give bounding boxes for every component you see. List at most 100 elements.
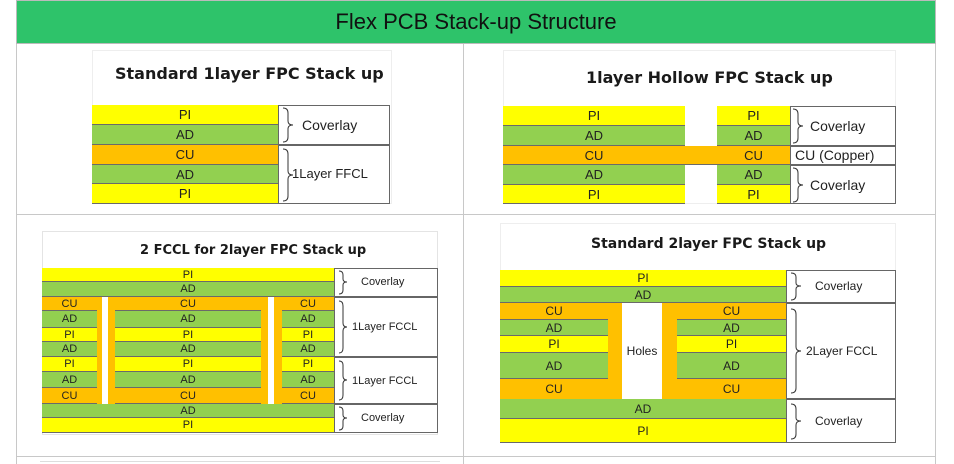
brace-icon: [792, 108, 804, 144]
layer-ad: AD: [500, 320, 608, 336]
layer-ad: AD: [42, 311, 97, 328]
brace-icon: [792, 167, 804, 203]
label-coverlay: Coverlay: [810, 177, 866, 193]
layer-ad: AD: [92, 125, 278, 145]
panel-1-title: Standard 1layer FPC Stack up: [115, 64, 384, 83]
layer-ad: AD: [115, 342, 261, 357]
panel-2-title: 1layer Hollow FPC Stack up: [586, 68, 833, 87]
layer-cu: CU: [677, 379, 786, 399]
layer-ad: AD: [282, 372, 334, 388]
layer-pi: PI: [92, 105, 278, 125]
layer-pi: PI: [115, 328, 261, 342]
label-coverlay: Coverlay: [302, 117, 358, 133]
label-cell: [334, 404, 438, 433]
layer-pi: PI: [503, 185, 685, 204]
page-title: Flex PCB Stack-up Structure: [16, 0, 936, 44]
label-cell: [334, 297, 438, 357]
grid-line-center: [463, 44, 464, 464]
brace-icon: [282, 107, 294, 143]
layer-cu: CU: [282, 388, 334, 404]
layer-pi: PI: [503, 106, 685, 126]
layer-cu: CU: [500, 379, 608, 399]
layer-pi: PI: [42, 328, 97, 342]
layer-ad: AD: [717, 165, 790, 185]
label-coverlay: Coverlay: [361, 412, 405, 424]
grid-line-middle: [16, 214, 936, 215]
layer-cu: CU: [503, 146, 685, 165]
brace-icon: [338, 300, 348, 354]
label-cell: [786, 399, 896, 443]
layer-cu: CU: [42, 388, 97, 404]
label-coverlay: Coverlay: [815, 279, 863, 293]
layer-pi: PI: [115, 357, 261, 372]
label-cell: [334, 357, 438, 404]
layer-ad: AD: [92, 165, 278, 184]
label-cell: [334, 268, 438, 297]
label-2layer-fccl: 2Layer FCCL: [806, 344, 878, 358]
layer-ad: AD: [282, 311, 334, 328]
label-cu-copper: CU (Copper): [795, 147, 875, 163]
label-cell: [786, 303, 896, 399]
hole: [102, 297, 108, 404]
next-panel-edge: [40, 461, 440, 462]
label-1layer-fccl: 1Layer FCCL: [352, 375, 418, 387]
grid-line-right: [935, 44, 936, 464]
layer-ad: AD: [717, 126, 790, 146]
layer-ad: AD: [115, 311, 261, 328]
layer-pi: PI: [677, 336, 786, 353]
layer-ad: AD: [503, 165, 685, 185]
grid-line-bottom: [16, 456, 936, 457]
layer-ad: AD: [677, 320, 786, 336]
layer-cu: CU: [42, 297, 97, 311]
layer-cu: CU: [115, 297, 261, 311]
layer-cu: CU: [500, 303, 608, 320]
layer-cu: CU: [282, 297, 334, 311]
layer-ad: AD: [42, 282, 334, 297]
layer-pi: PI: [282, 357, 334, 372]
layer-ad: AD: [42, 372, 97, 388]
brace-icon: [790, 308, 802, 394]
label-coverlay: Coverlay: [810, 118, 866, 134]
layer-ad: AD: [500, 399, 786, 419]
layer-pi: PI: [500, 270, 786, 287]
label-1layer-ffcl: 1Layer FFCL: [292, 166, 368, 181]
layer-pi: PI: [92, 184, 278, 204]
layer-ad: AD: [677, 353, 786, 379]
hole: [268, 297, 274, 404]
layer-pi: PI: [500, 419, 786, 443]
layer-cu: CU: [92, 145, 278, 165]
brace-icon: [282, 148, 294, 202]
label-coverlay: Coverlay: [815, 414, 863, 428]
panel-3-title: 2 FCCL for 2layer FPC Stack up: [140, 243, 367, 258]
brace-icon: [338, 406, 348, 431]
layer-cu: CU: [115, 388, 261, 404]
label-cell: [786, 270, 896, 303]
layer-pi: PI: [282, 328, 334, 342]
layer-pi: PI: [42, 268, 334, 282]
label-coverlay: Coverlay: [361, 276, 405, 288]
brace-icon: [338, 270, 348, 295]
label-cell: [790, 106, 896, 146]
layer-ad: AD: [42, 404, 334, 418]
label-cell: [790, 165, 896, 204]
holes-area: Holes: [622, 303, 662, 399]
layer-pi: PI: [42, 418, 334, 433]
copper-bridge: [685, 146, 717, 165]
layer-ad: AD: [500, 353, 608, 379]
layer-ad: AD: [500, 287, 786, 303]
layer-cu: CU: [677, 303, 786, 320]
layer-ad: AD: [282, 342, 334, 357]
grid-line-left: [16, 44, 17, 464]
layer-ad: AD: [42, 342, 97, 357]
layer-pi: PI: [717, 185, 790, 204]
brace-icon: [790, 272, 802, 301]
brace-icon: [338, 360, 348, 401]
layer-cu: CU: [717, 146, 790, 165]
layer-pi: PI: [717, 106, 790, 126]
layer-pi: PI: [42, 357, 97, 372]
label-cell: [278, 105, 390, 145]
panel-4-title: Standard 2layer FPC Stack up: [591, 236, 827, 252]
layer-ad: AD: [503, 126, 685, 146]
layer-pi: PI: [500, 336, 608, 353]
